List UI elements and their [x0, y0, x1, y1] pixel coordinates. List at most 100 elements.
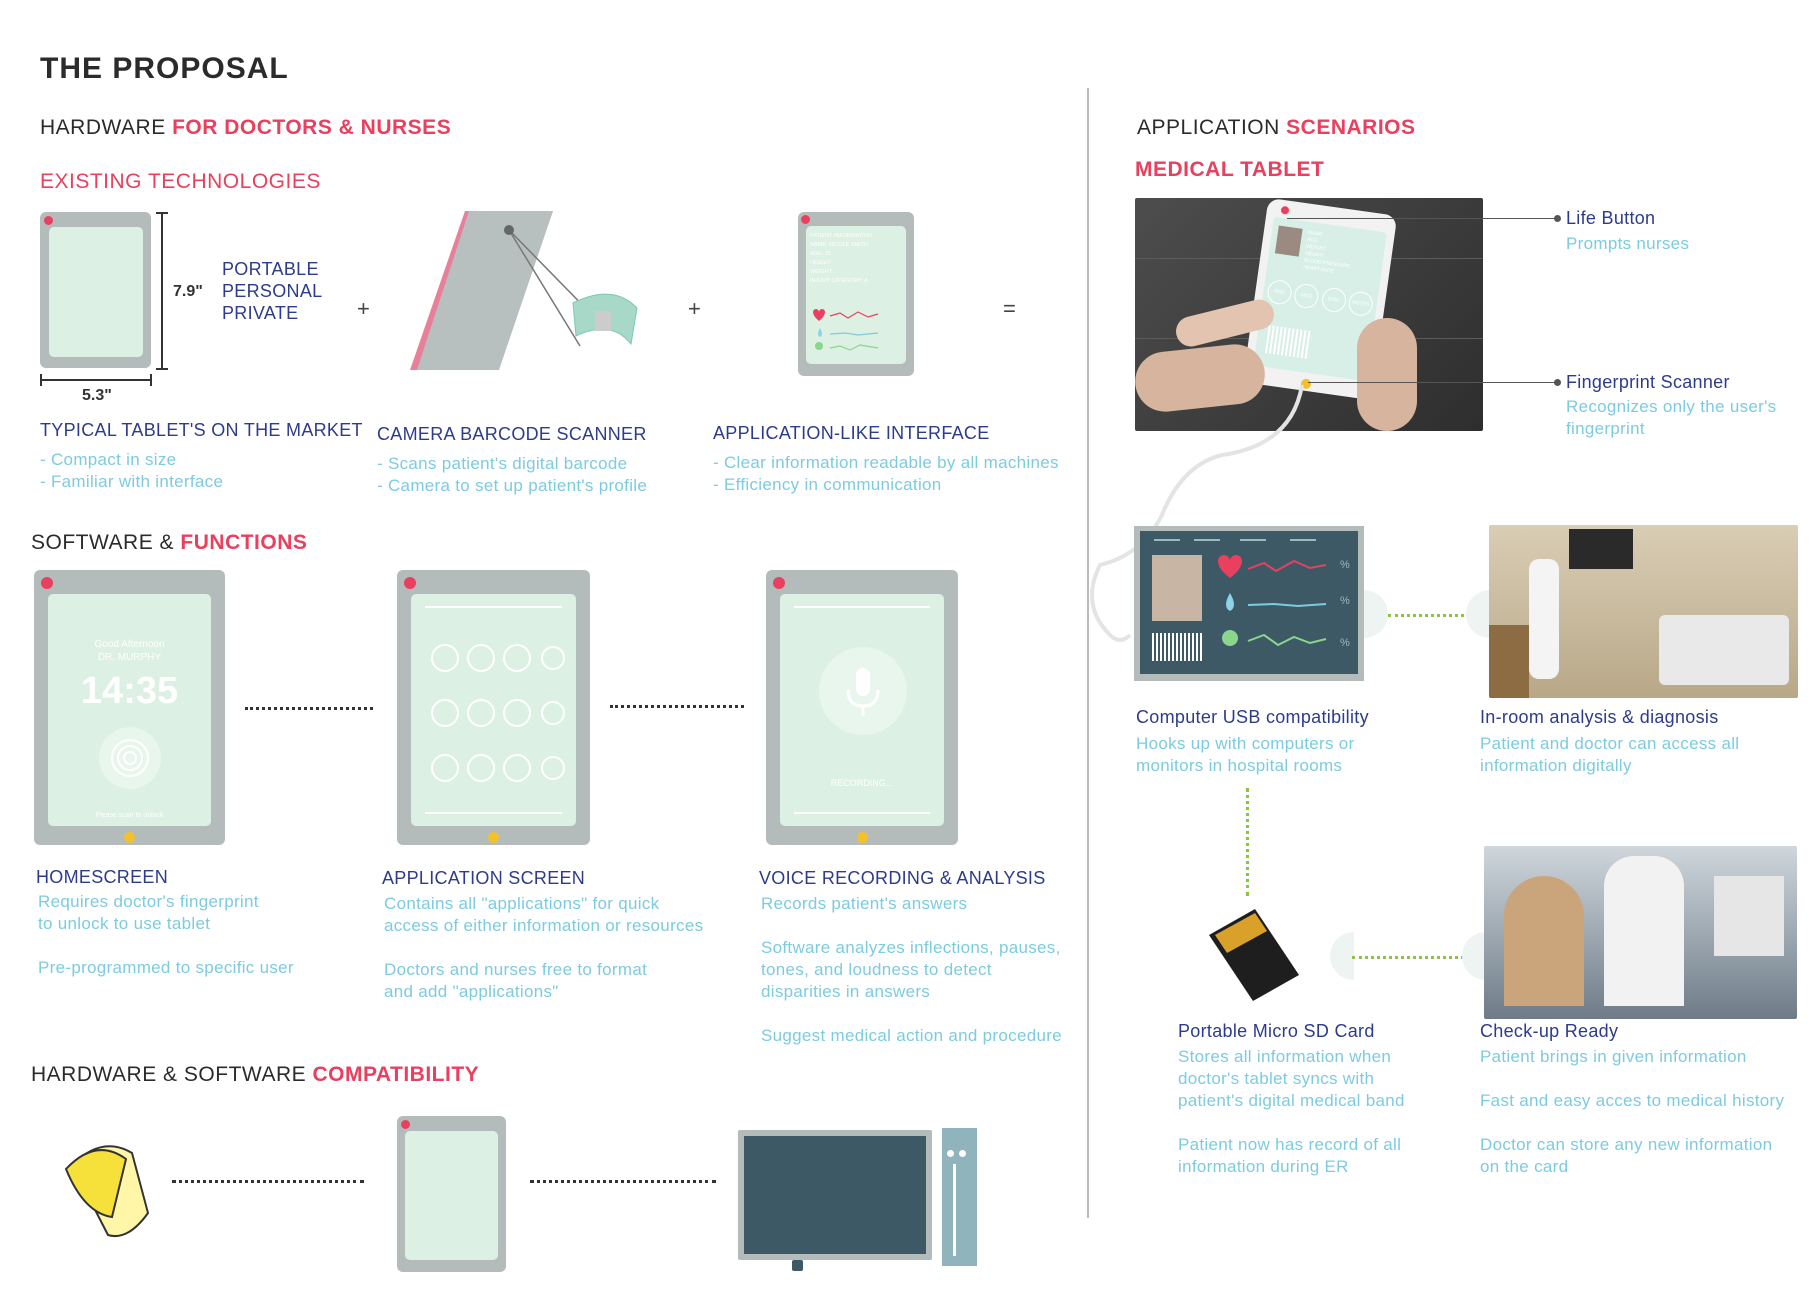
info-line: AGE: 35	[810, 251, 831, 257]
desc-line: - Compact in size	[40, 450, 177, 469]
sd-desc: Stores all information when doctor's tab…	[1178, 1046, 1405, 1178]
desc-line: disparities in answers	[761, 982, 931, 1001]
app-icon	[503, 754, 531, 782]
greeting-block: Good Afternoon DR. MURPHY	[48, 638, 211, 664]
activity-graph	[829, 344, 879, 351]
width-dimension-line	[40, 379, 152, 381]
connector-dots	[530, 1180, 716, 1183]
life-button-dot	[404, 577, 416, 589]
app-icon	[541, 646, 565, 670]
interface-screen: PATIENT INFORMATION NAME: NICOLE SMITH A…	[806, 226, 906, 364]
microphone-icon[interactable]	[818, 646, 908, 736]
usb-monitor-screen: % % %	[1140, 531, 1358, 674]
person-icon	[815, 342, 823, 350]
compat-heading-a: HARDWARE & SOFTWARE	[31, 1063, 313, 1086]
app-icon	[503, 644, 531, 672]
desc-spacer	[1178, 1112, 1405, 1134]
med-button[interactable]: MED	[1293, 282, 1321, 310]
screen-tab	[1240, 539, 1266, 541]
desc-line: Stores all information when	[1178, 1047, 1392, 1066]
fingerprint-icon[interactable]	[98, 726, 162, 790]
fingerprint-scanner-dot	[124, 832, 135, 843]
monitor-stand	[792, 1260, 803, 1271]
app-icon-grid	[431, 644, 565, 782]
heart-graph	[1247, 559, 1327, 573]
mic-head	[856, 668, 870, 696]
patient-fields: NAME AGE WEIGHT HEIGHT BLOOD PRESSURE HE…	[1303, 230, 1355, 278]
in-room-title: In-room analysis & diagnosis	[1480, 707, 1719, 727]
software-heading-a: SOFTWARE &	[31, 531, 181, 554]
connector-dots	[172, 1180, 364, 1183]
hardware-heading: HARDWARE FOR DOCTORS & NURSES	[40, 116, 451, 140]
band-photo	[595, 311, 611, 331]
tower-light	[947, 1150, 954, 1157]
bottom-bar	[425, 812, 562, 814]
vitals-graphs	[813, 309, 879, 351]
desc-line: Recognizes only the user's	[1566, 397, 1777, 416]
width-label: 5.3"	[82, 387, 112, 404]
wireless-link	[1352, 956, 1464, 959]
app-screen-screen	[411, 594, 576, 826]
bottom-bar	[794, 812, 930, 814]
life-button-dot	[1280, 205, 1290, 215]
fp-ring	[123, 751, 137, 765]
person-icon	[1222, 630, 1238, 646]
app-icon	[431, 754, 459, 782]
desktop-monitor	[738, 1130, 932, 1260]
app-icon	[431, 699, 459, 727]
software-heading: SOFTWARE & FUNCTIONS	[31, 531, 307, 555]
info-line: WEIGHT:	[810, 269, 833, 275]
desc-line: and add "applications"	[384, 982, 559, 1001]
tablet-screen	[49, 227, 143, 357]
tag-portable: PORTABLE	[222, 259, 319, 279]
desc-line: Patient brings in given information	[1480, 1047, 1747, 1066]
desc-line: - Clear information readable by all mach…	[713, 453, 1059, 472]
patient-figure	[1504, 876, 1584, 1006]
height-label: 7.9"	[173, 283, 203, 300]
fingerprint-bg	[99, 727, 161, 789]
info-line: INJURY CATEGORY: A	[810, 278, 868, 284]
interface-caption: APPLICATION-LIKE INTERFACE	[713, 423, 990, 443]
usb-to-sd-link	[1246, 788, 1249, 896]
app-icon	[541, 756, 565, 780]
rad-button[interactable]: RAD	[1265, 278, 1294, 306]
finger-callout-line	[1308, 382, 1557, 383]
app-screen-caption: APPLICATION SCREEN	[382, 868, 586, 888]
screen-tab	[1194, 539, 1220, 541]
notes-button[interactable]: NOTES	[1347, 290, 1375, 318]
voice-desc: Records patient's answers Software analy…	[761, 893, 1062, 1047]
voice-tablet: RECORDING...	[766, 570, 958, 845]
medical-tablet-photo: NAME AGE WEIGHT HEIGHT BLOOD PRESSURE HE…	[1135, 198, 1483, 431]
desc-line: Doctors and nurses free to format	[384, 960, 648, 979]
software-heading-b: FUNCTIONS	[180, 531, 308, 554]
usb-title: Computer USB compatibility	[1136, 707, 1369, 727]
checkup-title: Check-up Ready	[1480, 1021, 1619, 1041]
desc-spacer	[1480, 1112, 1784, 1134]
interface-desc: - Clear information readable by all mach…	[713, 452, 1059, 496]
desc-line: doctor's tablet syncs with	[1178, 1069, 1375, 1088]
sd-contacts	[1215, 913, 1267, 953]
in-room-photo	[1489, 525, 1798, 698]
callout-dot	[1554, 379, 1561, 386]
desc-line: Fast and easy acces to medical history	[1480, 1091, 1785, 1110]
info-line: NAME: NICOLE SMITH	[810, 242, 869, 248]
app-icon	[541, 701, 565, 725]
desc-line: Patient and doctor can access all	[1480, 734, 1740, 753]
life-button-dot	[41, 577, 53, 589]
typical-tablet	[40, 212, 151, 368]
disc-button[interactable]: DISC	[1320, 286, 1348, 314]
fingerprint-desc: Recognizes only the user's fingerprint	[1566, 396, 1776, 440]
connector-dots	[610, 705, 744, 708]
app-screen-desc: Contains all "applications" for quick ac…	[384, 893, 703, 1003]
camera-lens	[504, 225, 514, 235]
life-button-dot	[773, 577, 785, 589]
cabinet	[1489, 625, 1529, 698]
dim-tick	[156, 368, 168, 370]
scenarios-heading-b: SCENARIOS	[1286, 116, 1416, 139]
app-screen-tablet	[397, 570, 590, 845]
desc-line: Requires doctor's fingerprint	[38, 892, 259, 911]
life-button-title: Life Button	[1566, 208, 1656, 228]
top-bar	[425, 606, 562, 608]
fp-ring	[117, 745, 143, 771]
sd-title: Portable Micro SD Card	[1178, 1021, 1375, 1041]
